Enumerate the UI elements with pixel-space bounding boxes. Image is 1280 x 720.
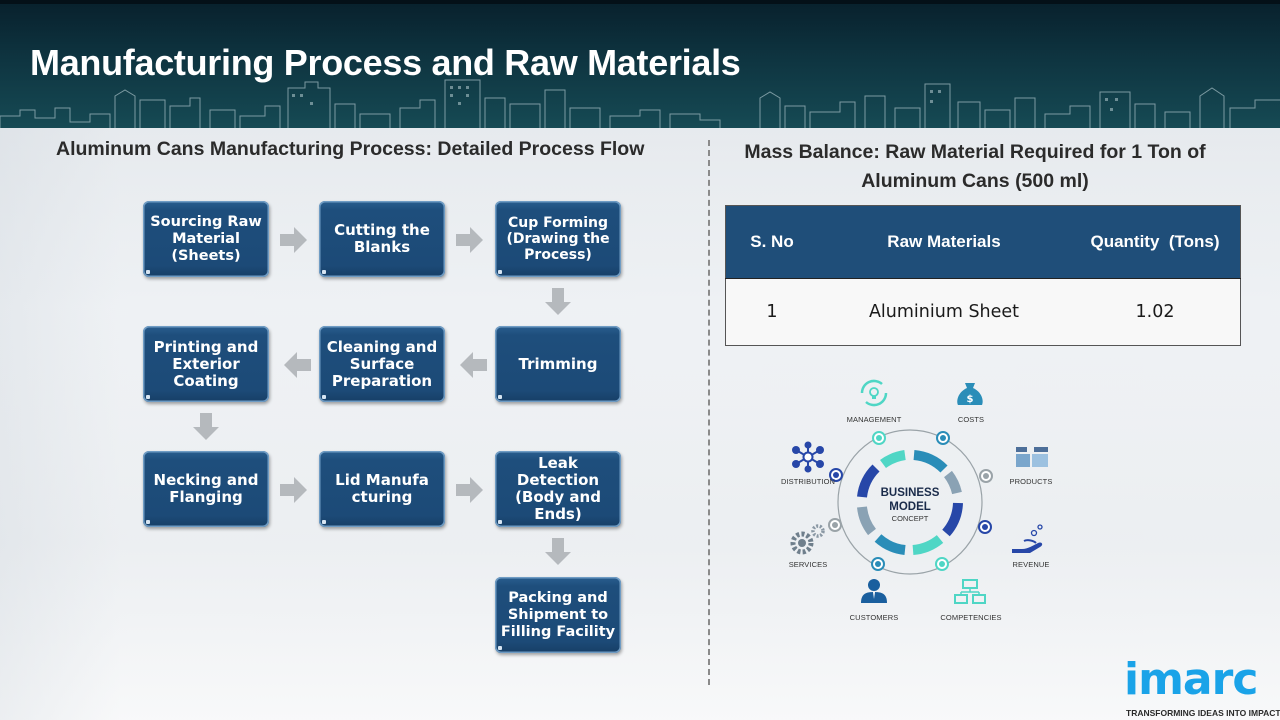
hand-coins-icon bbox=[1012, 524, 1043, 553]
label-products: PRODUCTS bbox=[1009, 477, 1053, 486]
mass-balance-table: S. No Raw Materials Quantity (Tons) 1 Al… bbox=[725, 205, 1241, 346]
label-revenue: REVENUE bbox=[1012, 560, 1050, 569]
arrow-down-icon bbox=[193, 413, 219, 440]
step-cup-forming: Cup Forming (Drawing the Process) bbox=[495, 201, 621, 277]
step-trimming: Trimming bbox=[495, 326, 621, 402]
page-title: Manufacturing Process and Raw Materials bbox=[30, 42, 741, 83]
header-banner: Manufacturing Process and Raw Materials bbox=[0, 0, 1280, 128]
column-header-raw-materials: Raw Materials bbox=[818, 205, 1070, 279]
business-model-graphic: BUSINESS MODEL CONCEPT $ bbox=[770, 365, 1070, 630]
arrow-right-icon bbox=[456, 477, 483, 503]
person-icon bbox=[861, 579, 887, 603]
hierarchy-icon bbox=[954, 579, 986, 604]
money-bag-icon: $ bbox=[957, 383, 983, 405]
step-lid-manufacturing: Lid Manufacturing bbox=[319, 451, 445, 527]
process-flow-title: Aluminum Cans Manufacturing Process: Det… bbox=[56, 138, 645, 160]
step-cutting-blanks: Cutting the Blanks bbox=[319, 201, 445, 277]
center-text-model: MODEL bbox=[889, 501, 931, 513]
mass-balance-title: Mass Balance: Raw Material Required for … bbox=[744, 141, 1206, 192]
step-packing-shipment: Packing and Shipment to Filling Facility bbox=[495, 577, 621, 653]
city-skyline-graphic bbox=[0, 79, 1280, 128]
arrow-right-icon bbox=[280, 227, 307, 253]
logo-wordmark: imarc bbox=[1124, 654, 1258, 705]
arrow-left-icon bbox=[284, 352, 311, 378]
cycle-lightbulb-icon bbox=[860, 379, 888, 407]
network-icon bbox=[792, 441, 824, 473]
column-header-quantity: Quantity (Tons) bbox=[1070, 205, 1241, 279]
arrow-left-icon bbox=[460, 352, 487, 378]
arrow-down-icon bbox=[545, 288, 571, 315]
label-customers: CUSTOMERS bbox=[849, 613, 899, 622]
table-row: 1 Aluminium Sheet 1.02 bbox=[725, 278, 1241, 346]
step-leak-detection: Leak Detection (Body and Ends) bbox=[495, 451, 621, 527]
cell-raw-material: Aluminium Sheet bbox=[818, 278, 1070, 346]
center-text-business: BUSINESS bbox=[881, 487, 940, 499]
arrow-right-icon bbox=[280, 477, 307, 503]
step-cleaning-surface-preparation: Cleaning and Surface Preparation bbox=[319, 326, 445, 402]
imarc-logo: imarc TRANSFORMING IDEAS INTO IMPACT bbox=[1124, 654, 1280, 720]
step-printing-exterior-coating: Printing and Exterior Coating bbox=[143, 326, 269, 402]
svg-text:$: $ bbox=[967, 394, 974, 405]
label-distribution: DISTRIBUTION bbox=[780, 477, 836, 486]
boxes-icon bbox=[1016, 447, 1048, 467]
label-services: SERVICES bbox=[788, 560, 828, 569]
label-competencies: COMPETENCIES bbox=[940, 613, 1002, 622]
section-divider bbox=[708, 140, 710, 685]
gears-icon bbox=[790, 524, 825, 555]
arrow-down-icon bbox=[545, 538, 571, 565]
step-necking-flanging: Necking and Flanging bbox=[143, 451, 269, 527]
column-header-sno: S. No bbox=[725, 205, 818, 279]
logo-tagline: TRANSFORMING IDEAS INTO IMPACT bbox=[1126, 708, 1280, 718]
step-sourcing-raw-material: Sourcing Raw Material (Sheets) bbox=[143, 201, 269, 277]
center-text-concept: CONCEPT bbox=[892, 514, 929, 523]
cell-quantity: 1.02 bbox=[1070, 278, 1241, 346]
arrow-right-icon bbox=[456, 227, 483, 253]
label-costs: COSTS bbox=[957, 415, 985, 424]
table-header-row: S. No Raw Materials Quantity (Tons) bbox=[725, 205, 1241, 279]
cell-sno: 1 bbox=[725, 278, 818, 346]
label-management: MANAGEMENT bbox=[846, 415, 902, 424]
